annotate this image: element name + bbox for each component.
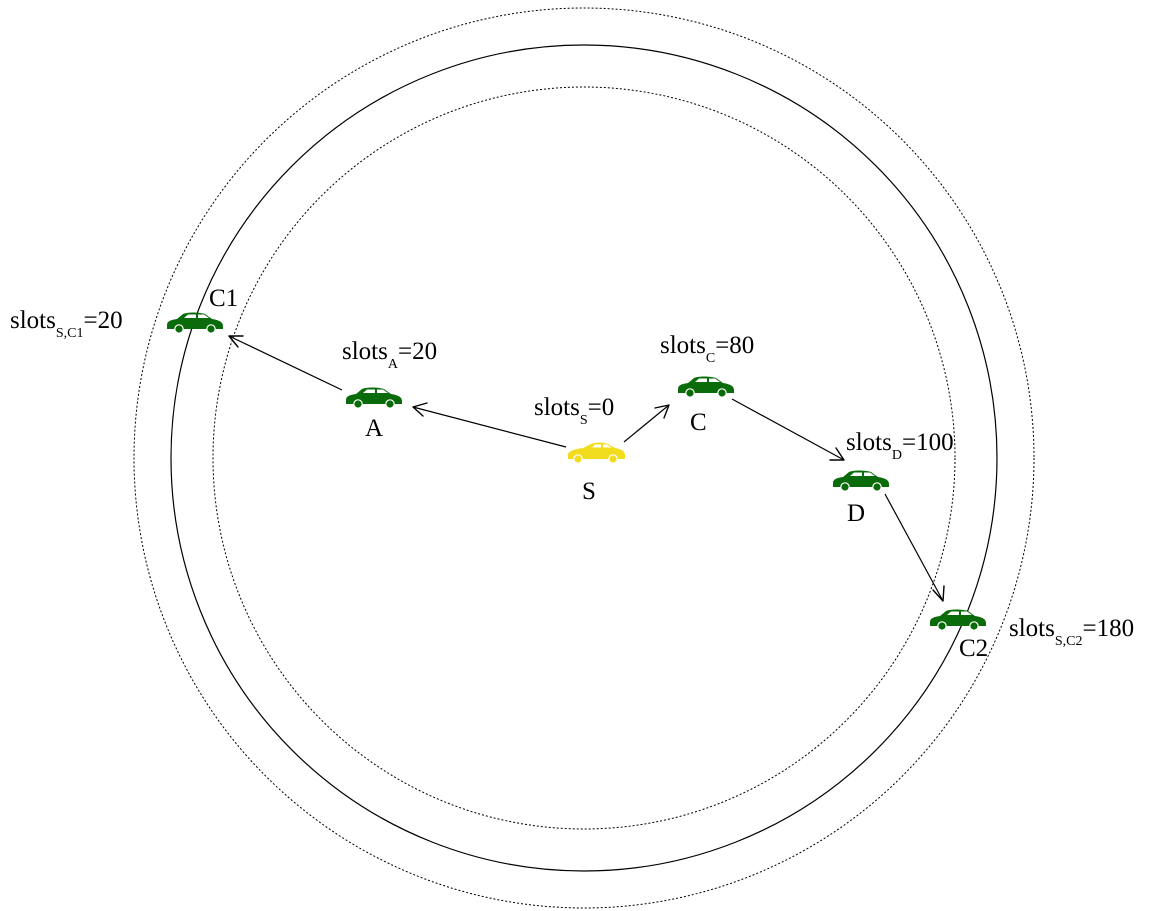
inner-dotted-ring (212, 86, 956, 830)
link-d-to-c2 (884, 493, 945, 602)
vehicle-c1: C1 slotsS,C1=20 (10, 285, 238, 341)
vehicle-label-s: S (582, 478, 596, 505)
vehicle-c: C slotsC=80 (660, 332, 754, 436)
slots-label-a: slotsA=20 (342, 338, 437, 372)
links (228, 335, 945, 602)
slots-label-d: slotsD=100 (846, 429, 954, 463)
car-icon (568, 442, 625, 464)
vehicle-label-c1: C1 (209, 285, 238, 312)
vehicle-c2: C2 slotsS,C2=180 (930, 609, 1134, 662)
car-icon (930, 609, 986, 631)
link-c-to-d (731, 398, 845, 461)
outer-dotted-ring (133, 7, 1035, 909)
arrowhead (932, 585, 945, 602)
slots-label-c2: slotsS,C2=180 (1009, 615, 1134, 649)
arrowhead (228, 335, 244, 348)
slots-label-c: slotsC=80 (660, 332, 754, 366)
car-icon (167, 312, 223, 334)
link-s-to-a (412, 402, 567, 448)
vehicle-label-c: C (690, 409, 707, 436)
car-icon (833, 470, 889, 492)
vehicle-a: A slotsA=20 (342, 338, 437, 442)
vehicle-label-a: A (365, 415, 383, 442)
arrowhead (654, 404, 670, 419)
arrowhead (412, 402, 428, 417)
middle-solid-ring (170, 44, 998, 872)
vehicle-label-d: D (847, 500, 865, 527)
car-icon (346, 387, 402, 409)
link-s-to-c (623, 404, 670, 443)
vehicle-label-c2: C2 (959, 635, 988, 662)
vehicle-s: S slotsS=0 (534, 394, 625, 505)
range-rings (133, 7, 1035, 909)
link-a-to-c1 (228, 335, 343, 391)
slots-label-c1: slotsS,C1=20 (10, 307, 123, 341)
vehicles: C1 slotsS,C1=20 A slotsA=20 (10, 285, 1134, 662)
slots-label-s: slotsS=0 (534, 394, 614, 428)
vehicle-d: D slotsD=100 (833, 429, 954, 527)
car-icon (678, 376, 734, 398)
arrowhead (829, 447, 845, 461)
